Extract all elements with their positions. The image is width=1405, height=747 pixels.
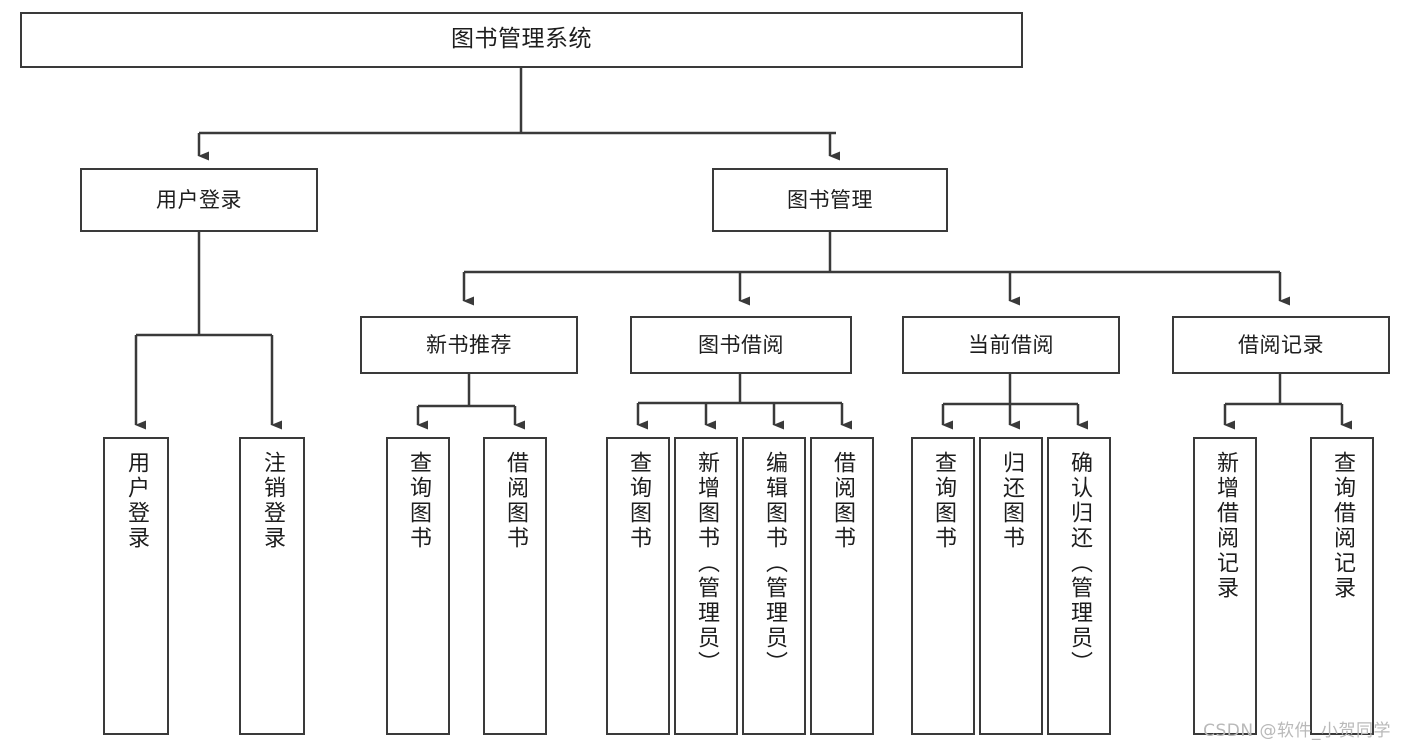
node-label: 新增图书（管理员）	[694, 451, 719, 676]
node-leaf-edit-book[interactable]: 编辑图书（管理员）	[742, 437, 806, 735]
node-leaf-query-book-1[interactable]: 查询图书	[386, 437, 450, 735]
node-label: 新增借阅记录	[1213, 451, 1238, 601]
node-root-system[interactable]: 图书管理系统	[20, 12, 1023, 68]
node-leaf-add-book[interactable]: 新增图书（管理员）	[674, 437, 738, 735]
node-leaf-borrow-book-1[interactable]: 借阅图书	[483, 437, 547, 735]
node-label: 查询图书	[626, 451, 651, 551]
node-label: 图书借阅	[698, 332, 784, 357]
node-label: 编辑图书（管理员）	[762, 451, 787, 676]
node-new-book-recommend[interactable]: 新书推荐	[360, 316, 578, 374]
node-label: 查询图书	[931, 451, 956, 551]
node-label: 注销登录	[260, 451, 285, 551]
node-current-borrow[interactable]: 当前借阅	[902, 316, 1120, 374]
node-leaf-user-logout[interactable]: 注销登录	[239, 437, 305, 735]
node-leaf-query-record[interactable]: 查询借阅记录	[1310, 437, 1374, 735]
node-leaf-query-book-2[interactable]: 查询图书	[606, 437, 670, 735]
node-leaf-borrow-book-2[interactable]: 借阅图书	[810, 437, 874, 735]
node-leaf-add-record[interactable]: 新增借阅记录	[1193, 437, 1257, 735]
node-label: 借阅图书	[830, 451, 855, 551]
node-label: 查询借阅记录	[1330, 451, 1355, 601]
node-leaf-user-login[interactable]: 用户登录	[103, 437, 169, 735]
node-label: 用户登录	[124, 451, 149, 551]
node-label: 图书管理	[787, 187, 873, 212]
watermark-text: CSDN @软件_小贺同学	[1203, 721, 1391, 741]
node-leaf-confirm-return[interactable]: 确认归还（管理员）	[1047, 437, 1111, 735]
node-label: 借阅记录	[1238, 332, 1324, 357]
node-label: 当前借阅	[968, 332, 1054, 357]
node-label: 查询图书	[406, 451, 431, 551]
node-borrow-record[interactable]: 借阅记录	[1172, 316, 1390, 374]
node-label: 新书推荐	[426, 332, 512, 357]
node-label: 归还图书	[999, 451, 1024, 551]
node-leaf-return-book[interactable]: 归还图书	[979, 437, 1043, 735]
node-label: 用户登录	[156, 187, 242, 212]
node-label: 图书管理系统	[451, 26, 592, 53]
node-user-login[interactable]: 用户登录	[80, 168, 318, 232]
node-book-management[interactable]: 图书管理	[712, 168, 948, 232]
node-label: 借阅图书	[503, 451, 528, 551]
node-leaf-query-book-3[interactable]: 查询图书	[911, 437, 975, 735]
node-book-borrow[interactable]: 图书借阅	[630, 316, 852, 374]
node-label: 确认归还（管理员）	[1067, 451, 1092, 676]
